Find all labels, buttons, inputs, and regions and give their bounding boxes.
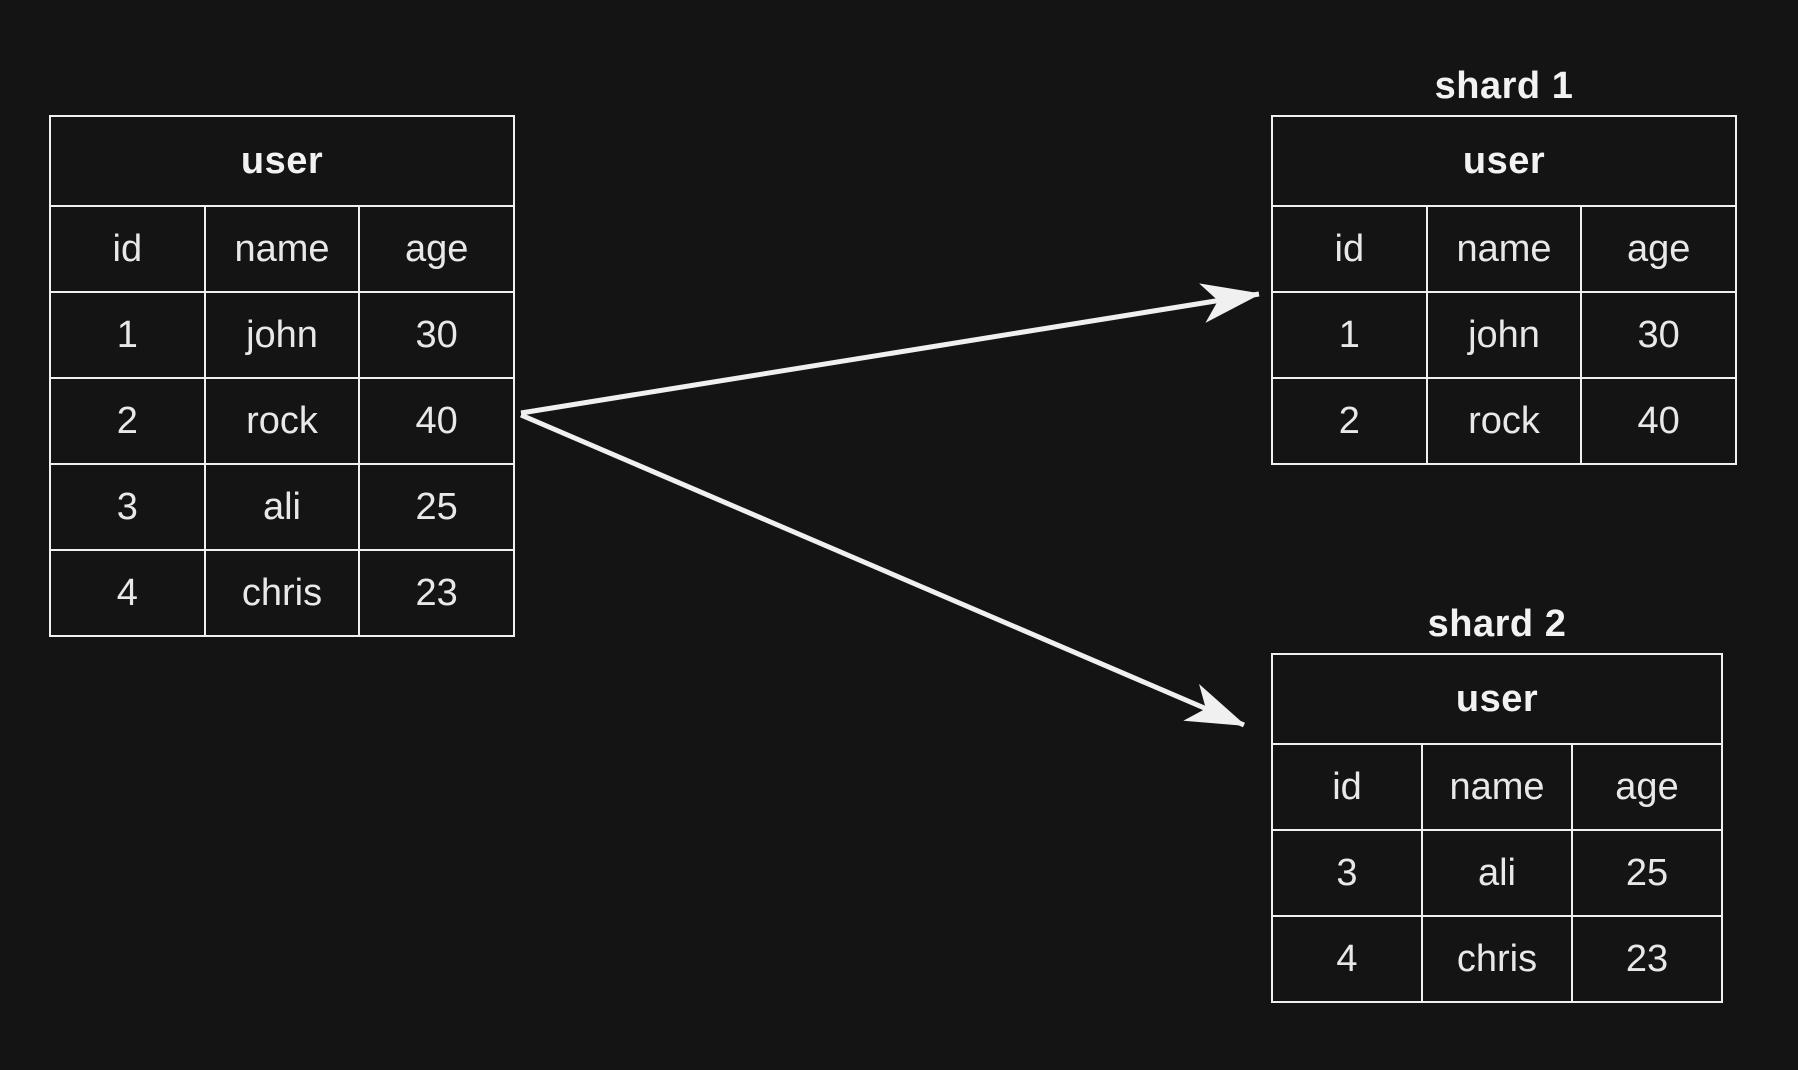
table-cell: john <box>1425 291 1583 379</box>
column-header-id: id <box>1271 205 1428 293</box>
table-cell: 4 <box>1271 915 1423 1003</box>
table-cell: 40 <box>358 377 515 465</box>
column-header-id: id <box>49 205 206 293</box>
column-header-name: name <box>203 205 361 293</box>
table-title-row: user <box>1271 115 1737 207</box>
column-header-name: name <box>1425 205 1583 293</box>
table-cell: 30 <box>1580 291 1737 379</box>
table-cell: 25 <box>358 463 515 551</box>
table-cell: 1 <box>49 291 206 379</box>
table-cell: 1 <box>1271 291 1428 379</box>
table-cell: 30 <box>358 291 515 379</box>
table-cell: 3 <box>1271 829 1423 917</box>
column-header-age: age <box>1580 205 1737 293</box>
table-title: user <box>49 115 515 207</box>
table-cell: ali <box>203 463 361 551</box>
table-cell: 25 <box>1571 829 1723 917</box>
table-cell: 2 <box>49 377 206 465</box>
table-cell: 40 <box>1580 377 1737 465</box>
table-cell: 2 <box>1271 377 1428 465</box>
shard-1-label: shard 1 <box>1434 65 1574 107</box>
column-header-age: age <box>358 205 515 293</box>
table-cell: 4 <box>49 549 206 637</box>
column-header-id: id <box>1271 743 1423 831</box>
table-cell: ali <box>1421 829 1573 917</box>
table-cell: 3 <box>49 463 206 551</box>
shard-2-label: shard 2 <box>1427 603 1567 645</box>
table-cell: rock <box>1425 377 1583 465</box>
table-title: user <box>1271 115 1737 207</box>
table-cell: 23 <box>358 549 515 637</box>
table-cell: chris <box>203 549 361 637</box>
arrow-to-shard-2 <box>520 412 1244 728</box>
table-cell: 23 <box>1571 915 1723 1003</box>
table-cell: chris <box>1421 915 1573 1003</box>
arrow-to-shard-1 <box>520 294 1259 416</box>
column-header-name: name <box>1421 743 1573 831</box>
table-title: user <box>1271 653 1723 745</box>
table-cell: rock <box>203 377 361 465</box>
column-header-age: age <box>1571 743 1723 831</box>
table-title-row: user <box>49 115 515 207</box>
fan-out-arrows <box>520 294 1259 728</box>
table-title-row: user <box>1271 653 1723 745</box>
table-cell: john <box>203 291 361 379</box>
